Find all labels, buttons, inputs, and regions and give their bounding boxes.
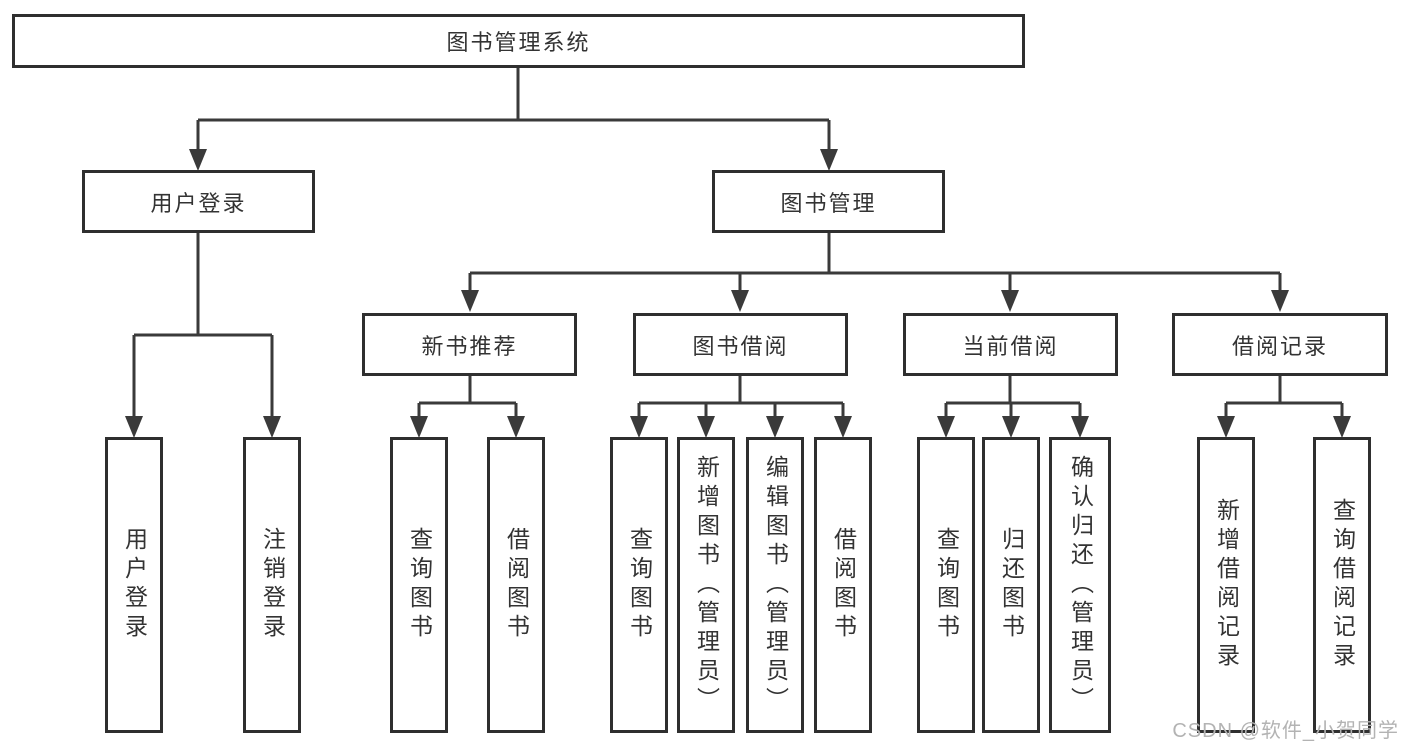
arrow-icon — [461, 290, 479, 312]
connector-root — [196, 68, 831, 152]
connector-book-management — [468, 233, 1282, 293]
arrow-icon — [630, 416, 648, 438]
leaf-recommend-query-book: 查询图书 — [390, 437, 448, 733]
connector-new-book-recommendation — [417, 376, 518, 419]
node-user-login: 用户登录 — [82, 170, 315, 233]
leaf-current-query-book: 查询图书 — [917, 437, 975, 733]
node-book-borrowing: 图书借阅 — [633, 313, 848, 376]
node-book-management: 图书管理 — [712, 170, 945, 233]
connector-user-login — [132, 233, 274, 419]
arrow-icon — [697, 416, 715, 438]
watermark-text: CSDN @软件_小贺同学 — [1172, 720, 1399, 742]
node-new-book-recommendation: 新书推荐 — [362, 313, 577, 376]
arrow-icon — [1333, 416, 1351, 438]
arrow-icon — [766, 416, 784, 438]
arrowheads — [125, 149, 1351, 438]
node-borrowing-records: 借阅记录 — [1172, 313, 1388, 376]
connector-book-borrowing — [637, 376, 845, 419]
arrow-icon — [731, 290, 749, 312]
arrow-icon — [1217, 416, 1235, 438]
arrow-icon — [189, 149, 207, 171]
arrow-icon — [125, 416, 143, 438]
arrow-icon — [1002, 416, 1020, 438]
leaf-borrowing-add-book-admin: 新增图书（管理员） — [677, 437, 735, 733]
leaf-records-add-record: 新增借阅记录 — [1197, 437, 1255, 733]
leaf-recommend-borrow-book: 借阅图书 — [487, 437, 545, 733]
leaf-logout-login: 注销登录 — [243, 437, 301, 733]
leaf-current-confirm-return-admin: 确认归还（管理员） — [1049, 437, 1111, 733]
connector-current-borrowing — [944, 376, 1082, 419]
leaf-borrowing-query-book: 查询图书 — [610, 437, 668, 733]
node-current-borrowing: 当前借阅 — [903, 313, 1118, 376]
arrow-icon — [410, 416, 428, 438]
arrow-icon — [263, 416, 281, 438]
leaf-records-query-record: 查询借阅记录 — [1313, 437, 1371, 733]
arrow-icon — [1001, 290, 1019, 312]
arrow-icon — [937, 416, 955, 438]
arrow-icon — [820, 149, 838, 171]
connector-borrowing-records — [1224, 376, 1344, 419]
leaf-borrowing-borrow-book: 借阅图书 — [814, 437, 872, 733]
arrow-icon — [1071, 416, 1089, 438]
arrow-icon — [507, 416, 525, 438]
arrow-icon — [1271, 290, 1289, 312]
arrow-icon — [834, 416, 852, 438]
node-root: 图书管理系统 — [12, 14, 1025, 68]
leaf-borrowing-edit-book-admin: 编辑图书（管理员） — [746, 437, 804, 733]
leaf-user-login: 用户登录 — [105, 437, 163, 733]
leaf-current-return-book: 归还图书 — [982, 437, 1040, 733]
